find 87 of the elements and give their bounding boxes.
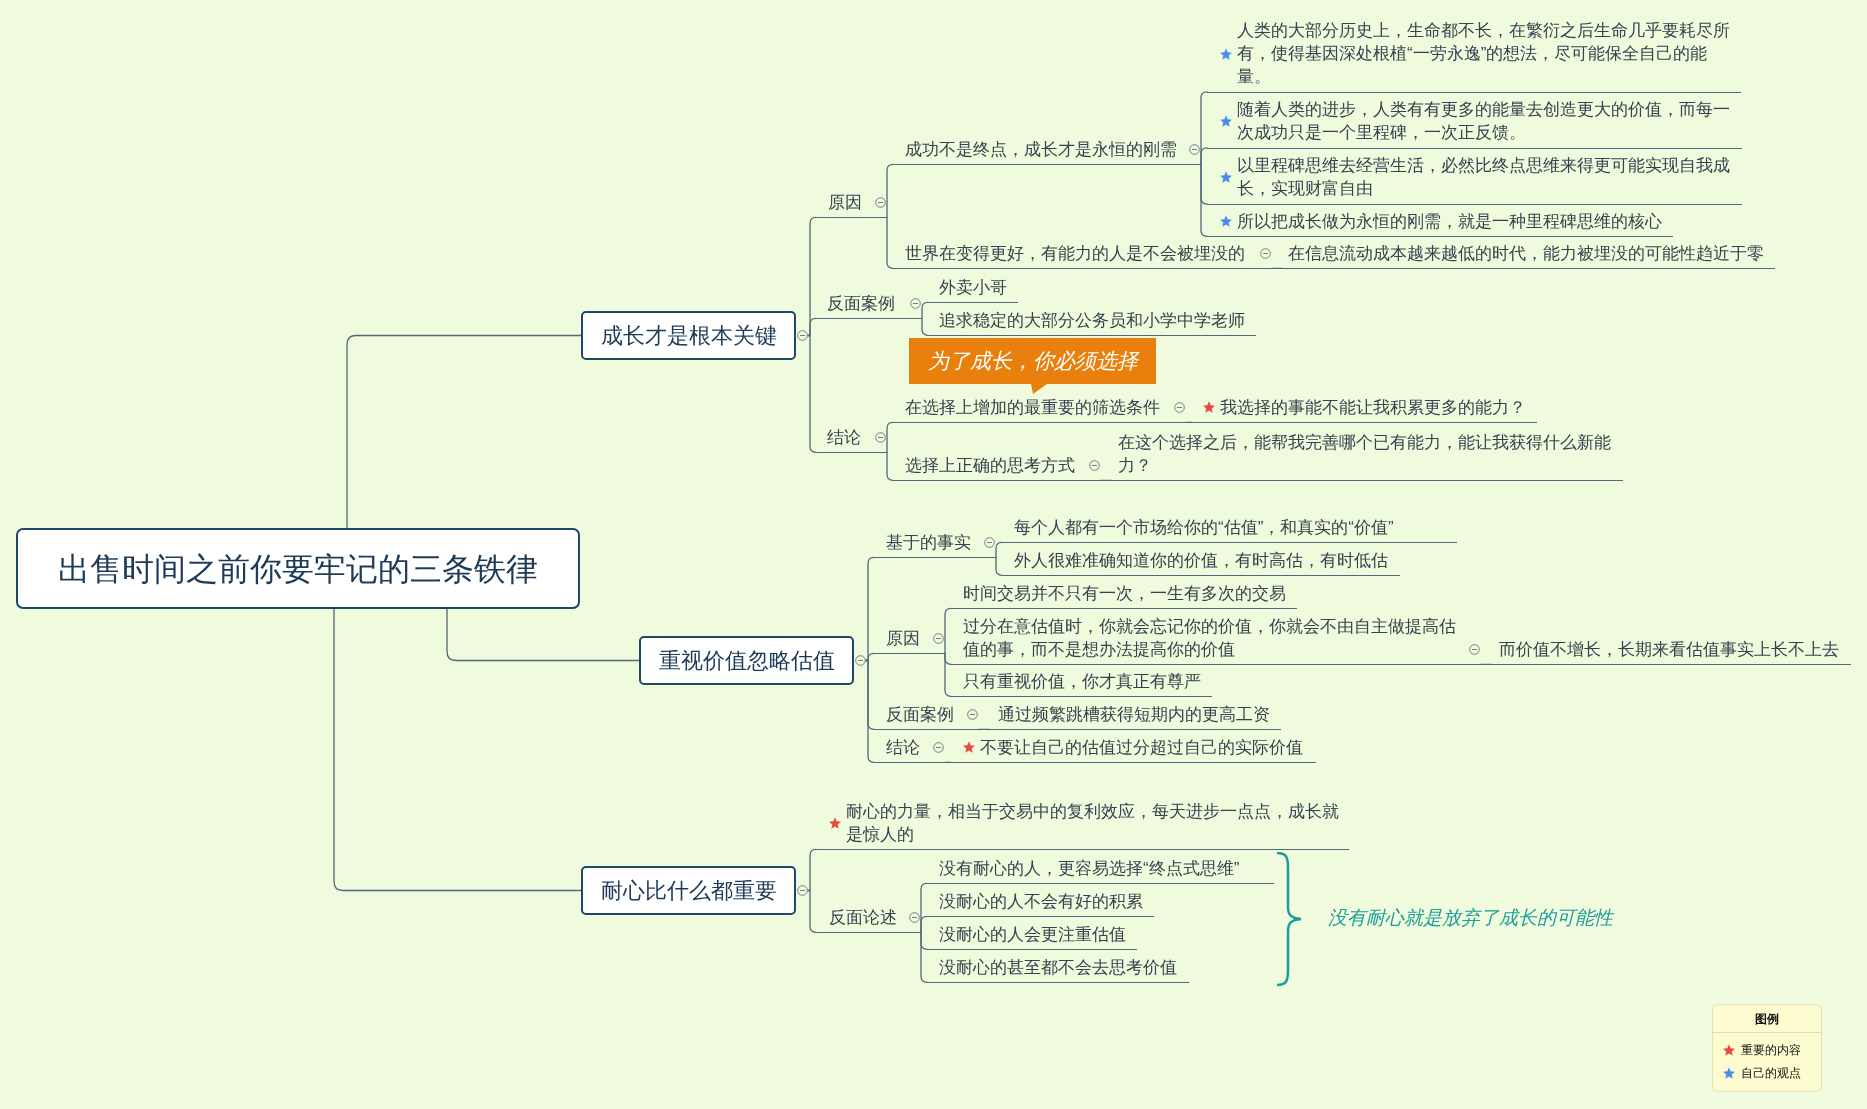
topic-text: 通过频繁跳槽获得短期内的更高工资 [998,703,1270,726]
topic-text: 结论 [886,736,920,759]
topic-text: 我选择的事能不能让我积累更多的能力？ [1220,396,1526,419]
topic-text: 成长才是根本关键 [600,321,777,350]
underlined-topic [1207,209,1673,237]
topic-text: 选择上正确的思考方式 [905,454,1075,477]
connector-line [1480,663,1492,665]
connector-line [1200,163,1208,237]
connector-line [921,317,929,336]
connector-line [1271,267,1283,269]
central-topic-box [16,528,580,609]
topic-text: 反面案例 [886,703,954,726]
topic-text: 所以把成长做为永恒的刚需，就是一种里程碑思维的核心 [1237,210,1662,233]
underlined-topic [1207,97,1742,149]
underlined-topic [1002,548,1400,576]
topic-text: 在信息流动成本越来越低的时代，能力被埋没的可能性趋近于零 [1288,242,1764,265]
topic-text: 没耐心的人会更注重估值 [939,923,1126,946]
topic-text: 结论 [827,426,861,449]
connector-line [886,216,894,269]
topic-text: 人类的大部分历史上，生命都不长，在繁衍之后生命几乎要耗尽所有，使得基因深处根植“一劳永逸”的想法，尽可能保全自己的能量。 [1237,20,1731,88]
connector-line [995,541,1003,558]
topic-text: 时间交易并不只有一次，一生有多次的交易 [963,582,1286,605]
topic-text: 耐心比什么都重要 [600,876,777,905]
topic-text: 在这个选择之后，能帮我完善哪个已有能力，能让我获得什么新能力？ [1118,431,1612,477]
topic-text: 只有重视价值，你才真正有尊严 [963,670,1201,693]
central-topic-text: 出售时间之前你要牢记的三条铁律 [58,549,538,589]
callout-bubble [909,338,1156,394]
connector-line [807,848,817,892]
topic-text: 原因 [828,191,862,214]
underlined-topic [989,702,1281,730]
callout-text: 为了成长，你必须选择 [927,348,1138,374]
topic-text: 过分在意估值时，你就会忘记你的价值，你就会不由自主做提高估值的事，而不是想办法提高你的价值 [963,615,1457,661]
topic-text: 在选择上增加的最重要的筛选条件 [905,396,1160,419]
connector-line [886,163,894,218]
topic-text: 重视价值忽略估值 [658,646,835,675]
connector-line [1100,479,1112,481]
topic-text: 原因 [886,627,920,650]
summary-text: 没有耐心就是放弃了成长的可能性 [1328,906,1613,930]
topic-text: 反面案例 [827,292,895,315]
connector-line [807,889,817,933]
topic-text: 世界在变得更好，有能力的人是不会被埋没的 [905,242,1245,265]
topic-text: 而价值不增长，长期来看估值事实上长不上去 [1499,638,1839,661]
underlined-topic [927,856,1274,884]
connector-line [995,556,1003,576]
legend-text: 重要的内容 [1741,1041,1801,1058]
underlined-topic [951,581,1297,609]
underlined-topic [1002,515,1457,543]
topic-text: 反面论述 [829,906,897,929]
topic-text: 外卖小哥 [939,276,1007,299]
topic-text: 不要让自己的估值过分超过自己的实际价值 [980,736,1303,759]
topic-text: 没有耐心的人，更容易选择“终点式思维” [939,857,1240,880]
connector-line [886,451,894,481]
underlined-topic [816,799,1349,850]
topic-text: 成功不是终点，成长才是永恒的刚需 [905,138,1177,161]
connector-line [886,421,894,453]
legend-text: 自己的观点 [1741,1065,1801,1082]
topic-text: 基于的事实 [886,531,971,554]
connector-line [944,652,952,697]
connector-line [1200,147,1208,165]
connector-line [944,607,952,654]
legend-title: 图例 [1755,1011,1779,1027]
connector-line [920,931,928,983]
connector-line [978,728,990,730]
connector-line [921,301,929,319]
underlined-topic [1282,241,1775,269]
topic-text: 追求稳定的大部分公务员和小学中学老师 [939,309,1245,332]
connector-line [807,334,817,453]
topic-text: 每个人都有一个市场给你的“估值”，和真实的“价值” [1014,516,1394,539]
connector-line [346,334,582,529]
connector-line [333,608,582,892]
connector-line [865,659,875,763]
underlined-topic [928,308,1256,336]
underlined-topic [1207,18,1741,93]
connector-line [920,915,928,933]
topic-text: 外人很难准确知道你的价值，有时高估，有时低估 [1014,549,1388,572]
topic-text: 没耐心的人不会有好的积累 [939,890,1143,913]
underlined-topic [927,922,1137,950]
topic-text: 随着人类的进步，人类有有更多的能量去创造更大的价值，而每一次成功只是一个里程碑，一次正反馈。 [1237,99,1731,144]
underlined-topic [927,889,1154,917]
connector-line [807,317,817,337]
connector-line [1185,421,1193,423]
underlined-topic [927,955,1189,983]
topic-text: 以里程碑思维去经营生活，必然比终点思维来得更可能实现自我成长，实现财富自由 [1237,155,1731,201]
topic-text: 没耐心的甚至都不会去思考价值 [939,956,1177,979]
topic-text: 耐心的力量，相当于交易中的复利效应，每天进步一点点，成长就是惊人的 [846,800,1340,846]
connector-line [944,761,952,763]
connector-line [446,608,640,662]
